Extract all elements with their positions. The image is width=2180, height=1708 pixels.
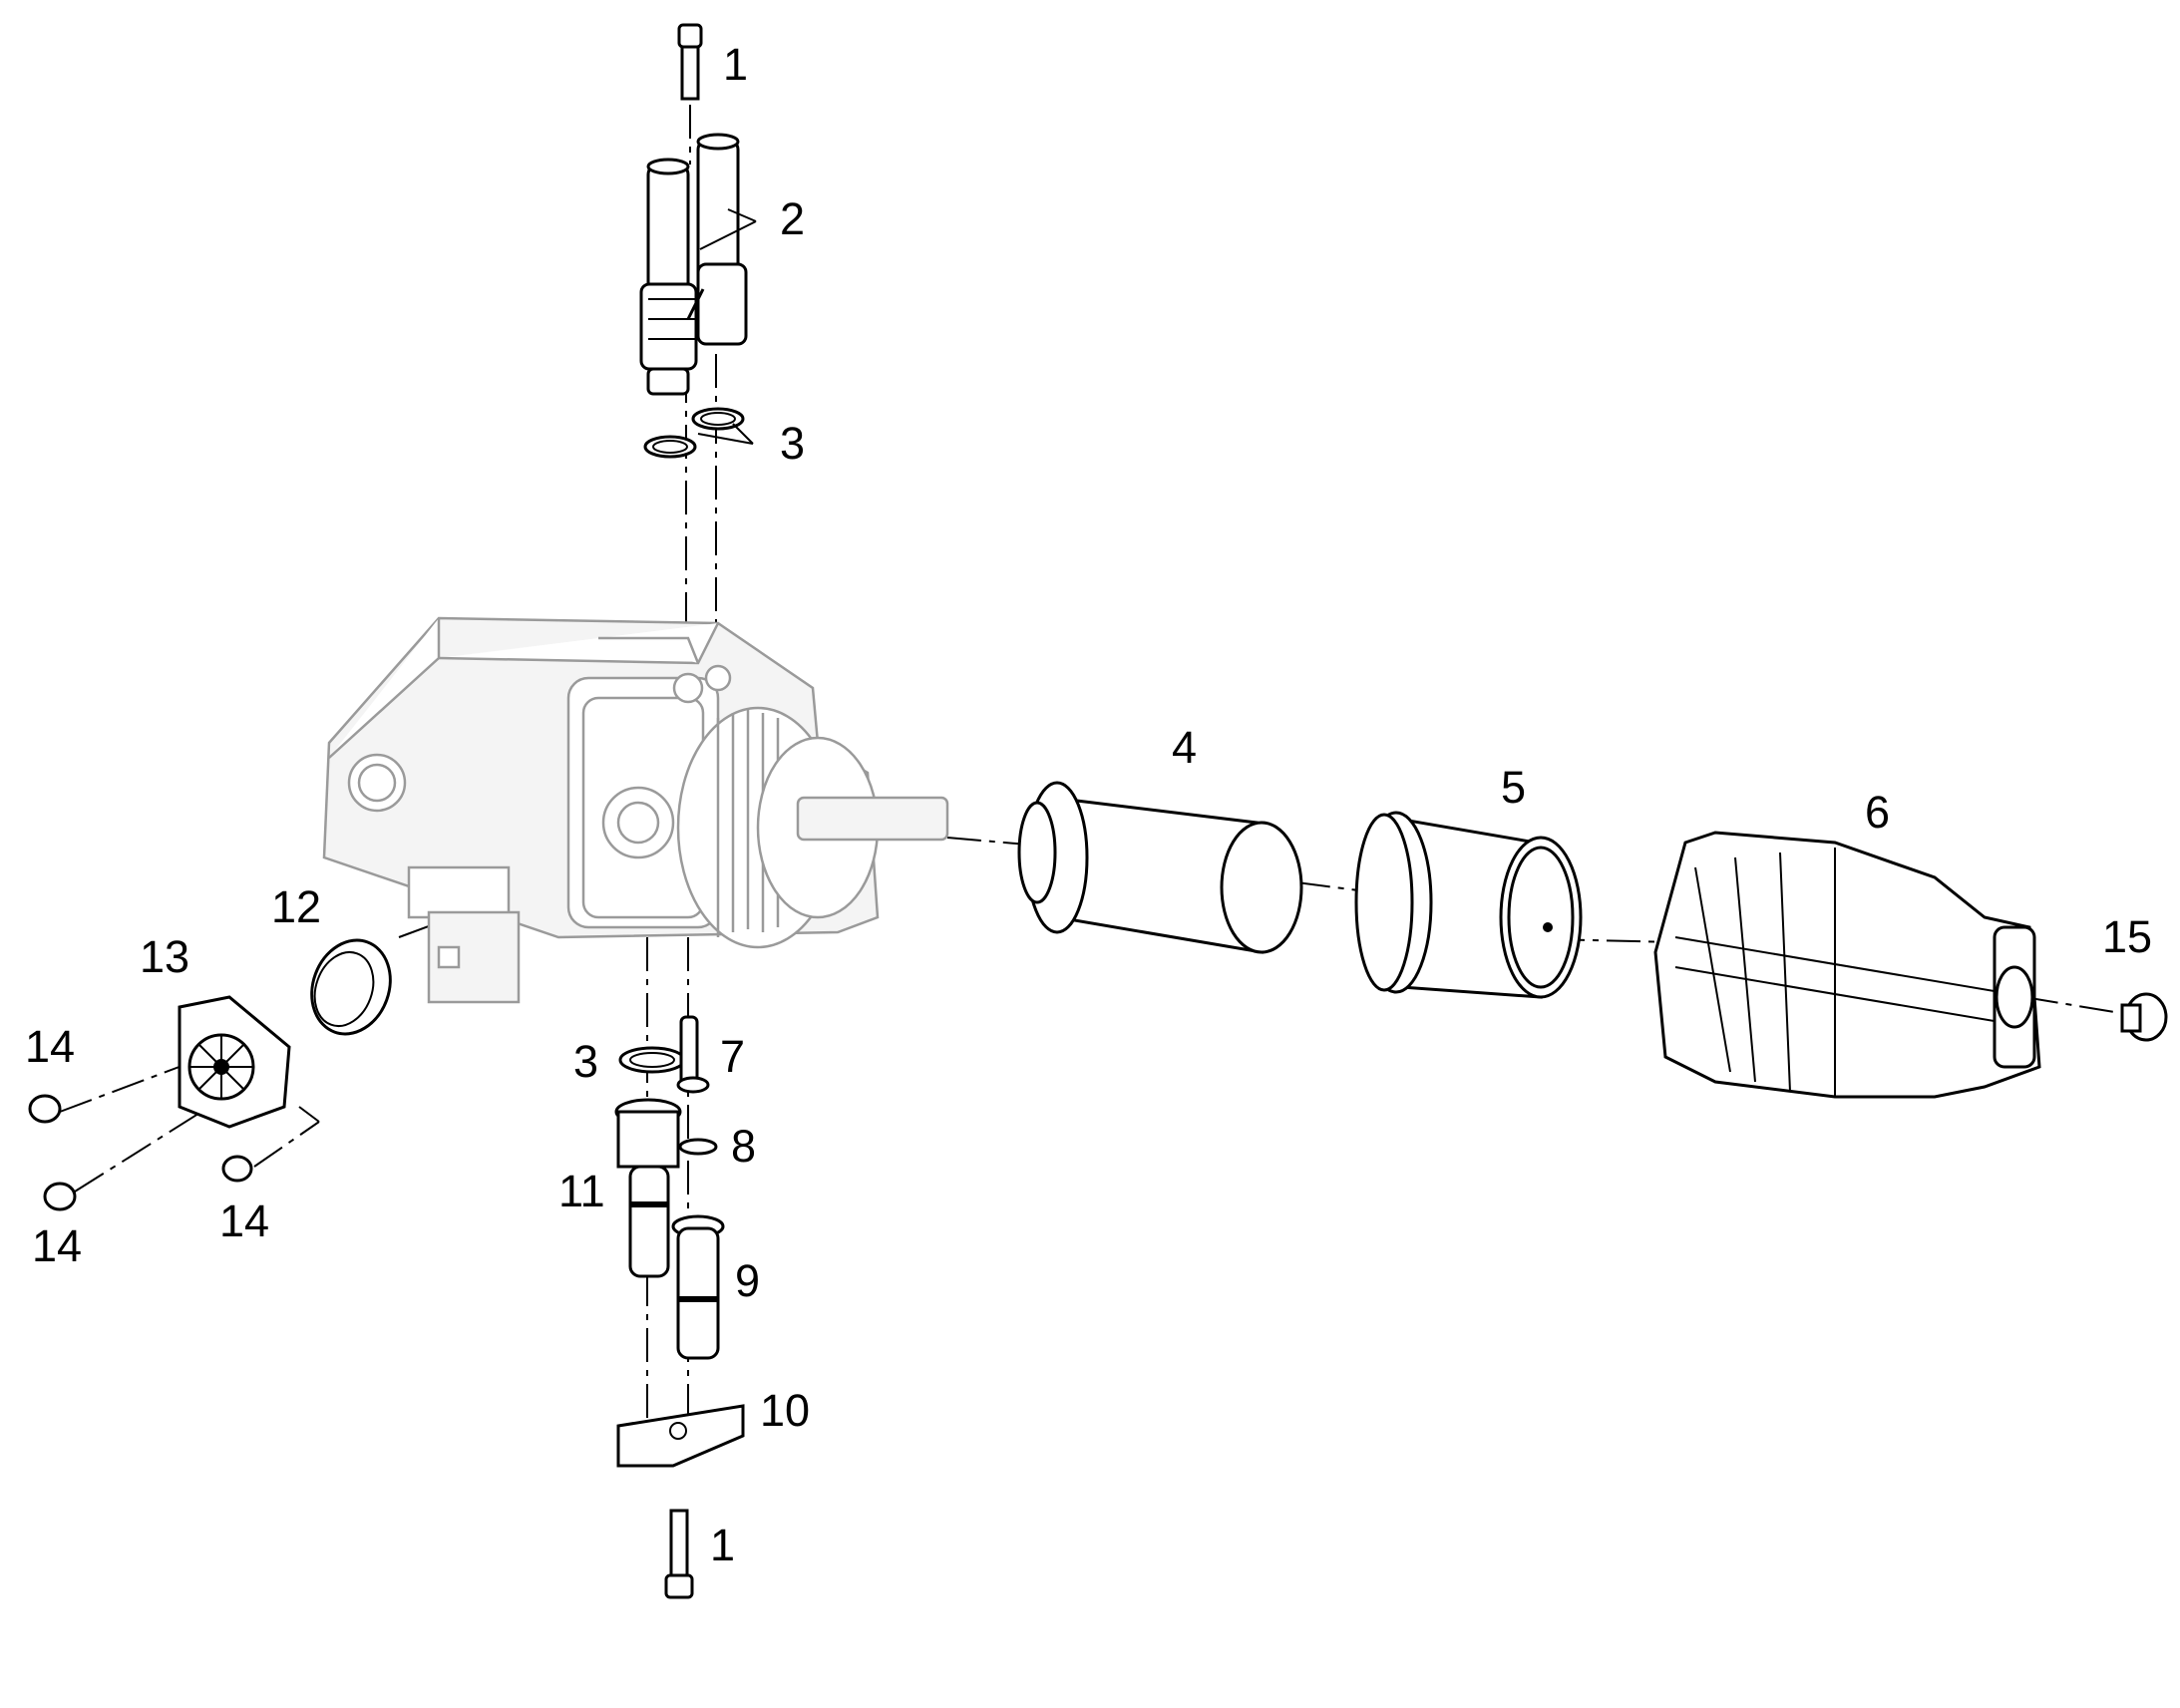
callout-3-top: 3 <box>780 418 805 469</box>
callout-13: 13 <box>140 931 189 982</box>
callout-12: 12 <box>271 881 321 932</box>
callout-2: 2 <box>780 193 805 244</box>
part-4-filter-element <box>1017 781 1303 954</box>
leader-lines <box>298 208 757 1123</box>
callout-15: 15 <box>2102 911 2152 962</box>
callout-10: 10 <box>760 1385 810 1436</box>
callout-5: 5 <box>1501 762 1526 813</box>
part-14-screws <box>28 1094 253 1211</box>
callout-7: 7 <box>720 1031 745 1082</box>
callout-labels: 1 2 3 4 5 6 12 13 14 15 3 7 8 11 14 14 9… <box>25 39 2152 1570</box>
part-2-injector-pair <box>639 133 748 396</box>
callout-9: 9 <box>735 1255 760 1306</box>
pump-housing <box>322 616 949 1004</box>
callout-14-left-top: 14 <box>25 1021 75 1072</box>
callout-3-lower: 3 <box>573 1036 598 1087</box>
part-1-bottom-bolt <box>664 1509 694 1599</box>
part-3-o-ring-lower <box>618 1046 686 1074</box>
callout-11: 11 <box>558 1166 605 1216</box>
part-9-connector <box>671 1214 725 1360</box>
part-1-top-bolt <box>677 23 703 101</box>
part-7-pin <box>676 1015 710 1094</box>
callout-1-top: 1 <box>723 39 748 90</box>
callout-6: 6 <box>1865 787 1890 838</box>
part-10-bracket <box>616 1404 745 1468</box>
part-15-plug <box>2120 992 2168 1042</box>
callout-14-bottom-left: 14 <box>32 1220 82 1271</box>
part-8-small-o-ring <box>678 1138 718 1156</box>
part-3-o-rings-top <box>643 407 745 459</box>
callout-14-middle: 14 <box>219 1196 269 1246</box>
part-12-seal-ring <box>310 938 392 1036</box>
part-11-connector <box>614 1098 682 1278</box>
part-5-filter-insert <box>1354 811 1583 999</box>
callout-4: 4 <box>1172 722 1197 773</box>
callout-1-bottom: 1 <box>710 1520 735 1570</box>
part-13-cover-plate <box>178 995 291 1129</box>
part-6-filter-cover <box>1653 831 2041 1099</box>
callout-8: 8 <box>731 1121 756 1172</box>
